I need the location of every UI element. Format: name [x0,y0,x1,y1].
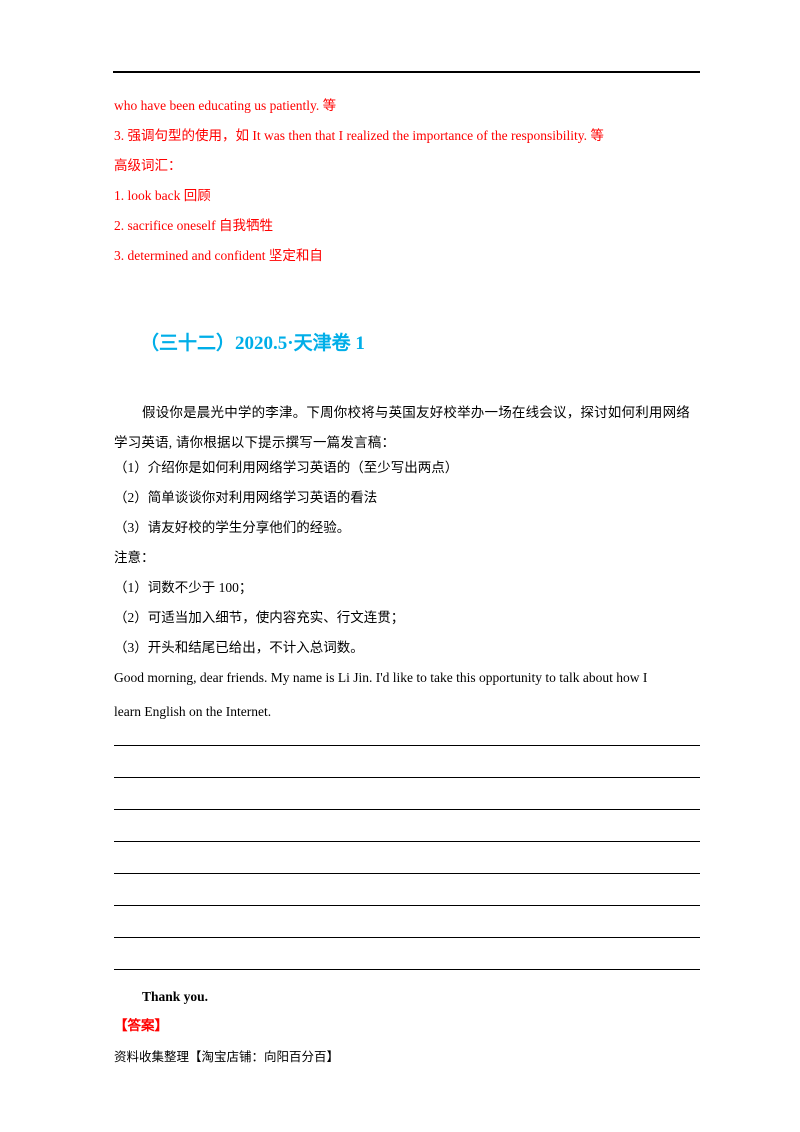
task-point: （1）介绍你是如何利用网络学习英语的（至少写出两点） [114,460,459,475]
essay-opening: learn English on the Internet. [114,704,272,719]
footer-source: 资料收集整理【淘宝店铺：向阳百分百】 [114,1050,340,1064]
essay-opening: Good morning, dear friends. My name is L… [114,670,648,685]
writing-line [114,873,700,874]
writing-line [114,905,700,906]
header-rule [113,71,700,73]
vocab-item: 1. look back 回顾 [114,188,211,203]
answer-text-line: who have been educating us patiently. 等 [114,98,337,113]
note-item: （3）开头和结尾已给出，不计入总词数。 [114,640,364,655]
task-point: （2）简单谈谈你对利用网络学习英语的看法 [114,490,378,505]
writing-line [114,745,700,746]
note-item: （2）可适当加入细节，使内容充实、行文连贯； [114,610,405,625]
notes-label: 注意： [114,550,155,565]
writing-line [114,937,700,938]
vocab-item: 2. sacrifice oneself 自我牺牲 [114,218,273,233]
task-prompt: 假设你是晨光中学的李津。下周你校将与英国友好校举办一场在线会议，探讨如何利用网络… [114,405,690,450]
task-point: （3）请友好校的学生分享他们的经验。 [114,520,351,535]
essay-closing: Thank you. [142,989,209,1004]
answer-label: 【答案】 [114,1018,168,1033]
writing-line [114,969,700,970]
vocab-label: 高级词汇： [114,158,182,173]
section-heading: （三十二）2020.5·天津卷 1 [140,333,365,354]
writing-line [114,841,700,842]
answer-text-line: 3. 强调句型的使用，如 It was then that I realized… [114,128,604,143]
note-item: （1）词数不少于 100； [114,580,253,595]
vocab-item: 3. determined and confident 坚定和自 [114,248,323,263]
writing-line [114,777,700,778]
writing-line [114,809,700,810]
